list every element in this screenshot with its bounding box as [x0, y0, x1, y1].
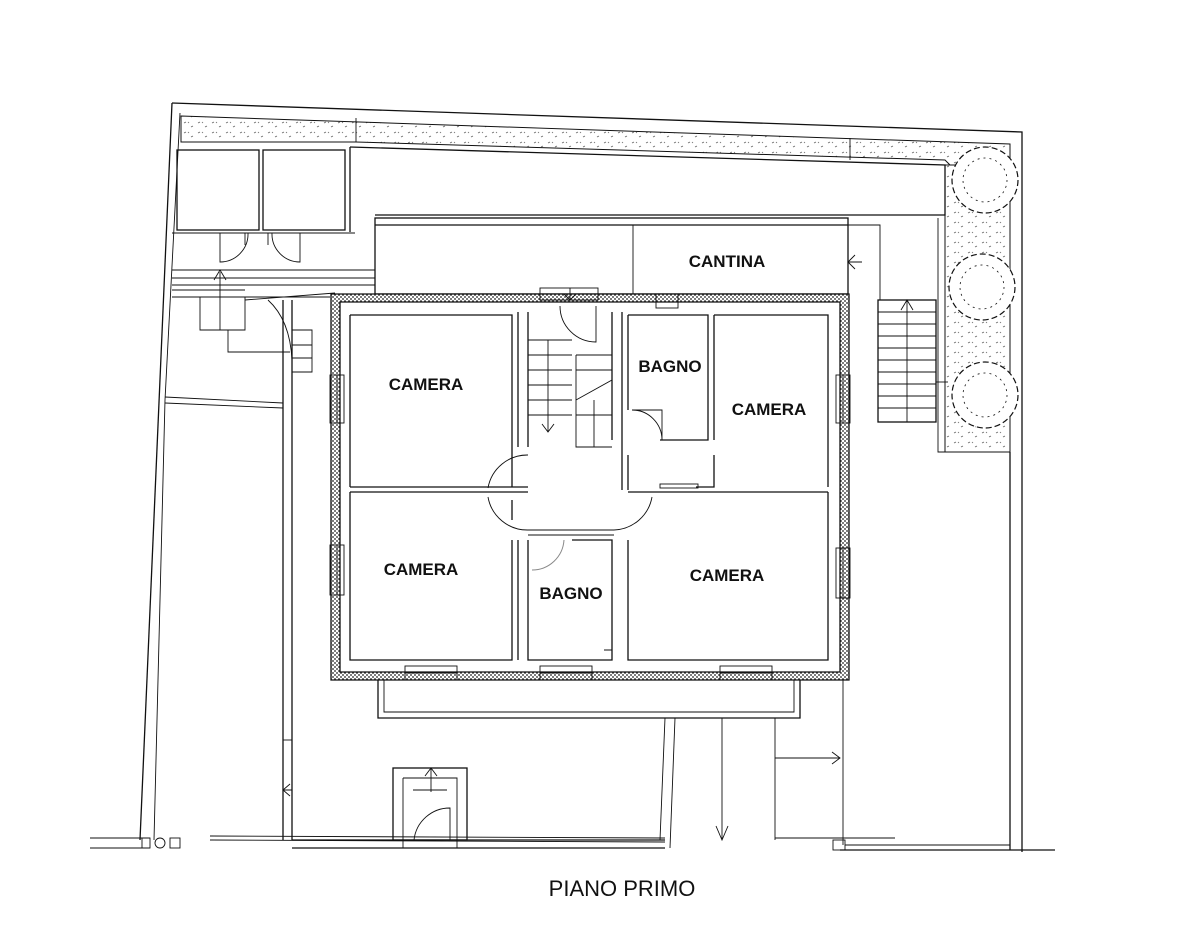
- room-label-cantina: CANTINA: [689, 252, 766, 271]
- tree-icon: [948, 253, 1016, 321]
- room-label-camera-bottom-right: CAMERA: [690, 566, 765, 585]
- left-stairs: [164, 269, 375, 840]
- room-label-camera-top-right: CAMERA: [732, 400, 807, 419]
- east-stairs: [877, 299, 948, 423]
- room-label-camera-top-left: CAMERA: [389, 375, 464, 394]
- plan-caption: PIANO PRIMO: [549, 876, 696, 901]
- room-label-bagno-top: BAGNO: [638, 357, 701, 376]
- windows: [329, 374, 851, 681]
- tree-icon: [951, 361, 1019, 429]
- site-boundary: [90, 102, 1055, 852]
- north-planter: [180, 115, 1011, 166]
- room-label-camera-bottom-left: CAMERA: [384, 560, 459, 579]
- south-grounds: [292, 452, 1011, 851]
- storage-sheds: [172, 149, 355, 263]
- cantina-block: [374, 217, 881, 300]
- interior-walls: [349, 287, 829, 661]
- room-label-bagno-bottom: BAGNO: [539, 584, 602, 603]
- tree-icon: [951, 146, 1019, 214]
- north-wall-band: [349, 146, 946, 232]
